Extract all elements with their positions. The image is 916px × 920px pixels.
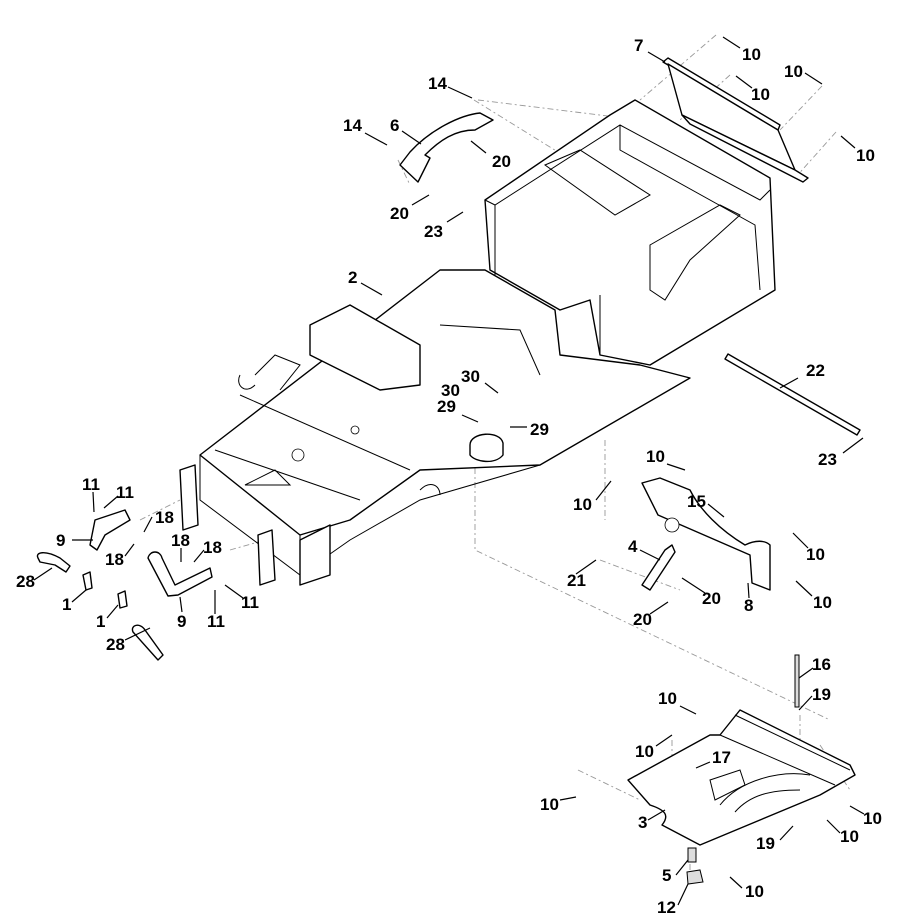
callout-18[interactable]: 18 bbox=[155, 508, 174, 527]
callout-19[interactable]: 19 bbox=[756, 834, 775, 853]
bracket-7 bbox=[662, 57, 809, 183]
bottom-plate-3 bbox=[627, 654, 856, 885]
callout-10[interactable]: 10 bbox=[635, 742, 654, 761]
callout-17[interactable]: 17 bbox=[712, 748, 731, 767]
callout-23[interactable]: 23 bbox=[424, 222, 443, 241]
callout-10[interactable]: 10 bbox=[658, 689, 677, 708]
main-frame bbox=[179, 99, 776, 586]
callout-15[interactable]: 15 bbox=[687, 492, 706, 511]
callout-28[interactable]: 28 bbox=[106, 635, 125, 654]
callout-10[interactable]: 10 bbox=[784, 62, 803, 81]
callout-20[interactable]: 20 bbox=[633, 610, 652, 629]
callout-10[interactable]: 10 bbox=[813, 593, 832, 612]
callout-20[interactable]: 20 bbox=[702, 589, 721, 608]
callout-14[interactable]: 14 bbox=[343, 116, 362, 135]
callout-2[interactable]: 2 bbox=[348, 268, 357, 287]
callout-12[interactable]: 12 bbox=[657, 898, 676, 917]
callout-30[interactable]: 30 bbox=[441, 381, 460, 400]
side-bracket-8 bbox=[641, 477, 771, 591]
callout-10[interactable]: 10 bbox=[856, 146, 875, 165]
callout-10[interactable]: 10 bbox=[806, 545, 825, 564]
leader-lines bbox=[33, 36, 865, 906]
callout-7[interactable]: 7 bbox=[634, 36, 643, 55]
callout-11[interactable]: 11 bbox=[116, 483, 134, 502]
callout-10[interactable]: 10 bbox=[863, 809, 882, 828]
callout-11[interactable]: 11 bbox=[241, 593, 259, 612]
callout-8[interactable]: 8 bbox=[744, 596, 753, 615]
callout-18[interactable]: 18 bbox=[105, 550, 124, 569]
levers bbox=[36, 509, 213, 661]
callout-30[interactable]: 30 bbox=[461, 367, 480, 386]
callout-6[interactable]: 6 bbox=[390, 116, 399, 135]
callout-11[interactable]: 11 bbox=[207, 612, 225, 631]
callout-29[interactable]: 29 bbox=[530, 420, 549, 439]
callout-10[interactable]: 10 bbox=[646, 447, 665, 466]
callout-1[interactable]: 1 bbox=[96, 612, 105, 631]
callout-10[interactable]: 10 bbox=[573, 495, 592, 514]
callout-22[interactable]: 22 bbox=[806, 361, 825, 380]
callout-10[interactable]: 10 bbox=[840, 827, 859, 846]
callout-9[interactable]: 9 bbox=[177, 612, 186, 631]
callout-16[interactable]: 16 bbox=[812, 655, 831, 674]
callout-10[interactable]: 10 bbox=[540, 795, 559, 814]
callout-29[interactable]: 29 bbox=[437, 397, 456, 416]
callout-10[interactable]: 10 bbox=[742, 45, 761, 64]
segment-6 bbox=[399, 112, 494, 183]
callout-18[interactable]: 18 bbox=[203, 538, 222, 557]
callout-19[interactable]: 19 bbox=[812, 685, 831, 704]
callout-20[interactable]: 20 bbox=[492, 152, 511, 171]
callout-10[interactable]: 10 bbox=[751, 85, 770, 104]
callout-10[interactable]: 10 bbox=[745, 882, 764, 901]
callout-18[interactable]: 18 bbox=[171, 531, 190, 550]
callout-21[interactable]: 21 bbox=[567, 571, 586, 590]
rod-22 bbox=[724, 353, 861, 436]
callout-11[interactable]: 11 bbox=[82, 475, 100, 494]
callout-20[interactable]: 20 bbox=[390, 204, 409, 223]
callout-14[interactable]: 14 bbox=[428, 74, 447, 93]
callout-5[interactable]: 5 bbox=[662, 866, 671, 885]
callout-1[interactable]: 1 bbox=[62, 595, 71, 614]
callout-4[interactable]: 4 bbox=[628, 537, 638, 556]
callout-23[interactable]: 23 bbox=[818, 450, 837, 469]
callout-3[interactable]: 3 bbox=[638, 813, 647, 832]
callout-28[interactable]: 28 bbox=[16, 572, 35, 591]
callout-9[interactable]: 9 bbox=[56, 531, 65, 550]
